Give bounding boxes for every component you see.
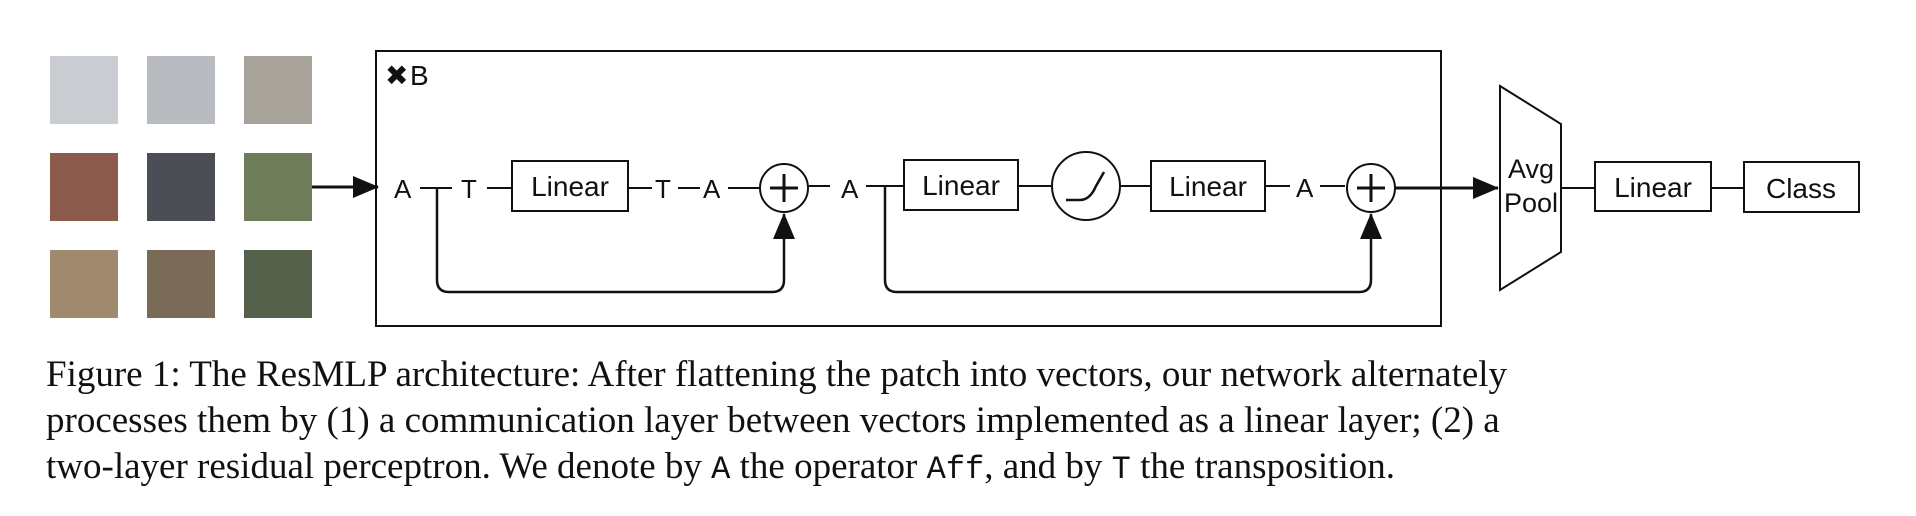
linear-box-1-label: Linear xyxy=(531,171,609,202)
linear-head-label: Linear xyxy=(1614,172,1692,203)
repeat-count-label: B xyxy=(410,60,429,91)
transpose-op-label: T xyxy=(461,174,477,204)
class-box xyxy=(1743,161,1860,213)
affine-op-label: A xyxy=(841,174,859,204)
image-patch xyxy=(244,56,312,124)
linear-box-2 xyxy=(903,159,1019,211)
residual-connection-2 xyxy=(883,186,1382,294)
linear-box-1 xyxy=(511,160,629,212)
sum-node-2 xyxy=(1346,163,1396,213)
caption-line-3: two-layer residual perceptron. We denote… xyxy=(46,446,1395,488)
linear-box-3 xyxy=(1150,160,1266,212)
image-patch xyxy=(147,153,215,221)
linear-head-box xyxy=(1594,161,1712,212)
image-patch xyxy=(50,250,118,318)
repeat-multiply-icon: ✖ xyxy=(385,60,408,91)
linear-box-2-label: Linear xyxy=(922,170,1000,201)
affine-op-label: A xyxy=(394,174,412,204)
caption-line-1: Figure 1: The ResMLP architecture: After… xyxy=(46,354,1508,395)
avg-pool-label-avg: Avg xyxy=(1508,154,1554,184)
figure-caption: Figure 1: The ResMLP architecture: After… xyxy=(46,352,1886,493)
image-patch xyxy=(244,250,312,318)
transpose-op-label: T xyxy=(655,174,671,204)
affine-op-label: A xyxy=(1296,173,1314,203)
patch-grid xyxy=(50,56,312,318)
image-patch xyxy=(147,250,215,318)
image-patch xyxy=(147,56,215,124)
sum-node-1 xyxy=(759,163,809,213)
avg-pool-block xyxy=(1499,84,1562,292)
class-label: Class xyxy=(1766,173,1836,204)
residual-connection-1 xyxy=(435,188,795,294)
affine-op-label: A xyxy=(703,174,721,204)
gelu-activation-icon xyxy=(1051,151,1121,221)
image-patch xyxy=(50,56,118,124)
caption-line-2: processes them by (1) a communication la… xyxy=(46,400,1500,441)
linear-box-3-label: Linear xyxy=(1169,171,1247,202)
image-patch xyxy=(244,153,312,221)
image-patch xyxy=(50,153,118,221)
avg-pool-label-pool: Pool xyxy=(1504,188,1558,218)
